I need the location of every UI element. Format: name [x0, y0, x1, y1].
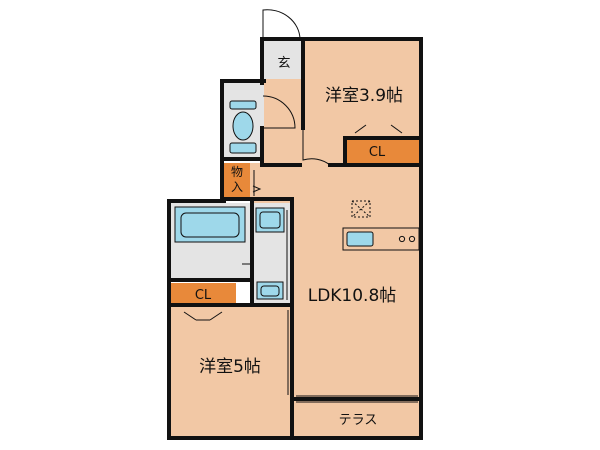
western-room-2-floor [171, 305, 290, 437]
ldk-label: LDK10.8帖 [308, 286, 397, 306]
storage-label-1: 物 [231, 165, 243, 179]
bathtub-fixture [174, 206, 246, 243]
closet-2-floor [171, 283, 236, 305]
kitchen-counter [342, 227, 420, 251]
range-hood [351, 200, 371, 218]
storage-label-2: 入 [231, 180, 243, 194]
genkan-label: 玄 [277, 56, 290, 71]
toilet-fixture [229, 100, 257, 154]
terrace-floor [294, 399, 419, 437]
terrace-label: テラス [339, 413, 378, 428]
wash-basin-fixture [256, 281, 284, 300]
closet-1-label: CL [369, 145, 386, 160]
genkan-floor [264, 41, 303, 79]
thin-lines [183, 9, 418, 403]
washing-machine-fixture [255, 207, 285, 233]
walls [167, 37, 423, 440]
closet-2-label: CL [195, 288, 212, 303]
western-room-2-label: 洋室5帖 [199, 357, 261, 377]
western-room-1-label: 洋室3.9帖 [325, 86, 403, 106]
storage-floor [224, 163, 250, 197]
closet-1-floor [345, 138, 419, 164]
